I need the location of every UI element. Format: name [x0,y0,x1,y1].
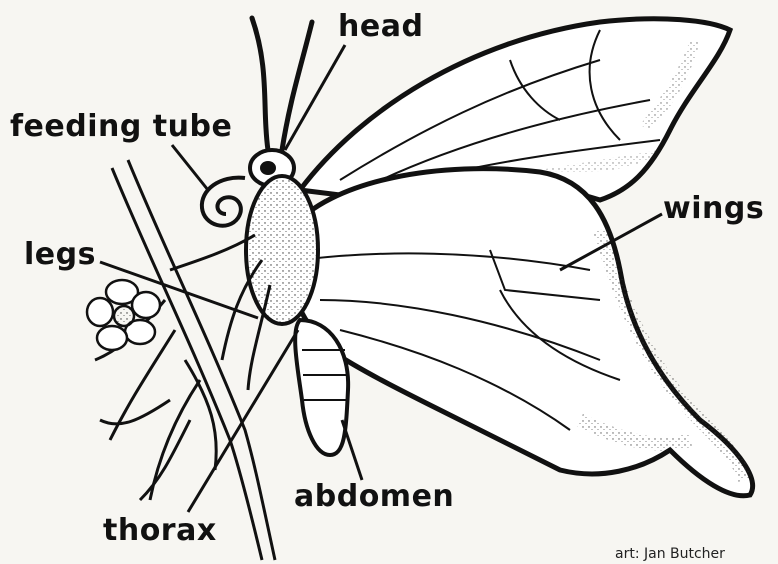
leader-feeding-tube [172,145,208,190]
label-legs: legs [24,240,96,270]
antennae [252,18,312,150]
label-abdomen: abdomen [294,482,454,512]
label-thorax: thorax [103,516,217,546]
label-feeding-tube: feeding tube [10,112,232,142]
label-head: head [338,12,423,42]
leader-abdomen [342,420,362,480]
artist-credit: art: Jan Butcher [615,546,725,562]
butterfly-thorax [246,176,318,324]
feeding-tube-coil [202,178,245,226]
label-wings: wings [663,194,764,224]
flower [87,280,160,350]
